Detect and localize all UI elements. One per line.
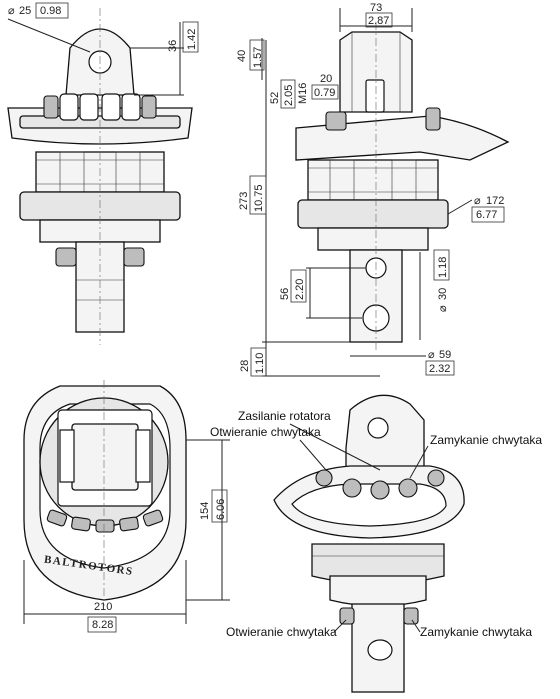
- dim-footprint-depth-in: 6.06: [215, 499, 227, 520]
- dia-symbol-1: ⌀: [8, 5, 15, 17]
- dia-symbol-3: ⌀: [437, 305, 449, 312]
- dim-port-thread: M16: [297, 83, 309, 104]
- dim-port-offset-in: 0.79: [314, 87, 335, 99]
- dim-width-in: 2.87: [368, 15, 389, 27]
- dim-footprint-depth-mm: 154: [199, 502, 211, 520]
- dim-top-ext-mm: 40: [236, 50, 248, 62]
- dim-body-dia-mm: 172: [486, 195, 504, 207]
- front-ports: [43, 93, 157, 121]
- iso-view: [273, 394, 465, 693]
- label-close-bottom: Zamykanie chwytaka: [420, 625, 532, 639]
- dim-bottom-dia-mm: 59: [439, 349, 451, 361]
- dim-width-mm: 73: [370, 2, 382, 14]
- dia-symbol-2: ⌀: [474, 195, 481, 207]
- dim-bottom-ext-in: 1.10: [254, 353, 266, 374]
- side-lower-ring: [317, 227, 429, 251]
- top-ports: [46, 509, 164, 533]
- side-dimensions: 73 2.87 40 1.57 20 0.79 M16 52 2.05 273 …: [236, 2, 505, 377]
- dim-footprint-width-mm: 210: [94, 601, 112, 613]
- dim-ear-mm: 36: [167, 40, 179, 52]
- dim-shaft-dia-in: 1.18: [437, 257, 449, 278]
- iso-ports: [315, 469, 445, 500]
- dim-body-dia-in: 6.77: [476, 209, 497, 221]
- front-view: [7, 8, 193, 345]
- dim-bottom-ext-mm: 28: [239, 360, 251, 372]
- side-view: [295, 22, 510, 350]
- dim-port-height-in: 2.05: [283, 85, 295, 106]
- dim-top-ext-in: 1.57: [252, 47, 264, 68]
- iso-labels: Zasilanie rotatora Otwieranie chwytaka Z…: [210, 409, 542, 639]
- dim-total-height-in: 10.75: [253, 184, 265, 212]
- dia-symbol-4: ⌀: [428, 349, 435, 361]
- dim-port-height-mm: 52: [269, 92, 281, 104]
- side-rotor: [307, 159, 439, 201]
- top-dimensions: 154 6.06 210 8.28: [23, 439, 230, 633]
- dim-top-hole-in: 0.98: [40, 5, 61, 17]
- label-open-bottom: Otwieranie chwytaka: [226, 625, 337, 639]
- dim-shaft-dia-mm: 30: [437, 288, 449, 300]
- dim-top-hole-mm: 25: [19, 5, 31, 17]
- dim-lower-hole-mm: 56: [279, 288, 291, 300]
- label-close-top: Zamykanie chwytaka: [430, 433, 542, 447]
- side-flange: [297, 199, 449, 229]
- label-supply: Zasilanie rotatora: [238, 409, 331, 423]
- dim-total-height-mm: 273: [238, 192, 250, 210]
- label-open-top: Otwieranie chwytaka: [210, 425, 321, 439]
- side-slot: [365, 79, 385, 113]
- dim-lower-hole-in: 2.20: [294, 279, 306, 300]
- dim-bottom-dia-in: 2.32: [429, 363, 450, 375]
- front-dimensions: ⌀ 25 0.98 36 1.42: [7, 2, 199, 96]
- dim-ear-in: 1.42: [186, 29, 198, 50]
- dim-port-offset-mm: 20: [320, 73, 332, 85]
- iso-ear-hole: [367, 417, 389, 439]
- top-view: BALTROTORS: [23, 380, 187, 606]
- dim-footprint-width-in: 8.28: [92, 619, 113, 631]
